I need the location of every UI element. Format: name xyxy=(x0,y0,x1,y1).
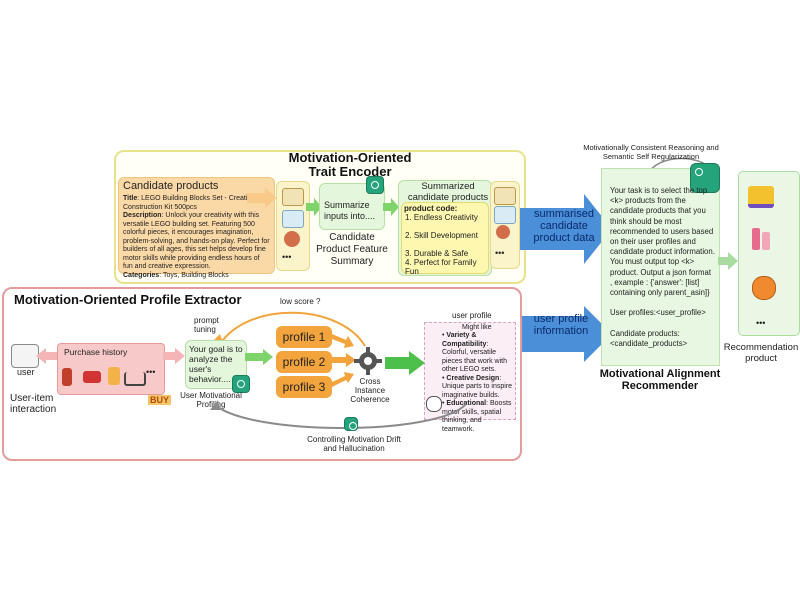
arrow-icons-to-summarize xyxy=(306,198,322,216)
low-score-label: low score ? xyxy=(280,297,321,306)
arrow-gear-to-profile xyxy=(385,351,425,375)
trait-item: • Educational: Boosts motor skills, spat… xyxy=(442,400,512,433)
product-desc-key: Description xyxy=(123,212,162,219)
more-icon: ••• xyxy=(756,318,766,328)
trait-key: Educational xyxy=(446,400,487,407)
summary-item: 4. Perfect for Family Fun xyxy=(405,258,477,276)
recommender-title: Motivational Alignment Recommender xyxy=(599,368,721,392)
gpt-icon xyxy=(232,375,250,393)
controlling-loop-arrow xyxy=(210,400,467,429)
controlling-label: Controlling Motivation Drift and Halluci… xyxy=(307,435,401,453)
summary-item: 3. Durable & Safe xyxy=(405,249,469,258)
cosmetics-icon xyxy=(752,228,760,250)
product-title-value: : LEGO Building Blocks Set - Creative Co… xyxy=(123,195,255,211)
game-controller-icon xyxy=(282,210,304,228)
user-icon xyxy=(11,344,39,368)
user-avatar-icon xyxy=(426,396,442,412)
traits-list: • Variety & Compatibility: Colorful, ver… xyxy=(442,332,514,434)
summarized-label: Summarized candidate products xyxy=(407,181,489,203)
might-like-label: Might like xyxy=(462,324,492,331)
toy-box-icon xyxy=(494,187,516,205)
arrow-recommender-to-output xyxy=(718,252,738,270)
prompt-tuning-label: prompt tuning xyxy=(194,316,219,334)
profile-extractor-title: Motivation-Oriented Profile Extractor xyxy=(14,292,242,307)
candidate-products-card: Candidate products Title: LEGO Building … xyxy=(118,177,275,279)
profile-pill: profile 2 xyxy=(276,351,332,373)
cosmetics-icon xyxy=(762,232,770,250)
product-cat-key: Categories xyxy=(123,271,160,279)
wallet-icon xyxy=(83,371,101,383)
recommendation-output-label: Recommendation product xyxy=(723,342,799,364)
arrow-goal-to-profiles xyxy=(245,349,273,365)
trait-key: Creative Design xyxy=(446,374,500,382)
user-label: user xyxy=(17,367,35,377)
product-code-box: product code: 1. Endless Creativity 2. S… xyxy=(401,202,489,276)
product-desc-value: : Unlock your creativity with this versa… xyxy=(123,212,270,270)
coherence-label: Cross Instance Coherence xyxy=(350,377,390,404)
summarize-text: Summarize inputs into.... xyxy=(324,200,376,221)
phone-icon xyxy=(108,367,120,385)
arrow-history-to-goal xyxy=(163,348,185,364)
profiles-to-gear-arrows xyxy=(332,334,356,387)
recommender-prompt-panel xyxy=(601,168,720,366)
profile-pill: profile 3 xyxy=(276,376,332,398)
summarised-data-arrow xyxy=(520,194,612,264)
feature-summary-label: Candidate Product Feature Summary xyxy=(316,232,388,267)
trait-item: • Variety & Compatibility: Colorful, ver… xyxy=(442,332,507,374)
hanger-icon xyxy=(124,372,146,386)
recommender-top-caption: Motivationally Consistent Reasoning and … xyxy=(583,143,719,161)
trait-item: • Creative Design: Unique parts to inspi… xyxy=(442,374,513,399)
trait-encoder-title: Motivation-Oriented Trait Encoder xyxy=(270,151,430,179)
product-description-text: Title: LEGO Building Blocks Set - Creati… xyxy=(123,195,271,280)
user-item-label: User-item interaction xyxy=(10,393,57,415)
more-icon: ••• xyxy=(282,252,292,262)
gear-icon xyxy=(354,347,382,375)
teddy-bear-icon xyxy=(496,225,510,239)
buy-icon: BUY xyxy=(148,395,172,405)
trait-value: : Boosts motor skills, spatial thinking,… xyxy=(442,400,512,433)
user-profile-title: user profile xyxy=(452,311,492,320)
summary-item: 2. Skill Development xyxy=(405,231,478,240)
trait-encoder-title-line2: Trait Encoder xyxy=(308,164,392,179)
summary-item: 1. Endless Creativity xyxy=(405,213,478,222)
more-icon: ••• xyxy=(495,248,505,258)
profile-pill: profile 1 xyxy=(276,326,332,348)
pants-icon xyxy=(62,368,72,386)
gpt-icon xyxy=(366,176,384,194)
summarize-card: Summarize inputs into.... xyxy=(319,183,385,230)
gpt-icon xyxy=(344,417,358,431)
arrow-history-to-user xyxy=(36,348,60,364)
trait-encoder-title-line1: Motivation-Oriented xyxy=(288,150,412,165)
toy-box-icon xyxy=(282,188,304,206)
product-code-label: product code: xyxy=(404,204,458,213)
game-controller-icon xyxy=(494,206,516,224)
goal-text: Your goal is to analyze the user's behav… xyxy=(189,344,243,384)
user-profile-arrow xyxy=(520,306,612,362)
product-cat-value: : Toys, Building Blocks xyxy=(159,271,229,279)
profiling-label: User Motivational Profiling xyxy=(180,391,242,409)
trait-value: : Unique parts to inspire imaginative bu… xyxy=(442,374,513,399)
trait-key: Variety & Compatibility xyxy=(442,332,487,348)
trait-value: : Colorful, versatile pieces that work w… xyxy=(442,340,507,374)
teddy-bear-icon xyxy=(284,231,300,247)
arrow-candidate-to-icons xyxy=(247,188,277,208)
summarised-data-label: summarised candidate product data xyxy=(533,208,595,244)
recommender-prompt-text: Your task is to select the top <k> produ… xyxy=(610,186,715,349)
gpt-icon xyxy=(690,163,720,193)
product-title-key: Title xyxy=(123,195,138,202)
toy-truck-icon xyxy=(748,186,774,208)
user-profile-info-label: user profile information xyxy=(533,313,589,337)
more-icon: ••• xyxy=(146,367,156,377)
arrow-summarize-to-summarized xyxy=(383,198,399,216)
candidate-products-label: Candidate products xyxy=(123,180,219,192)
basketball-icon xyxy=(752,276,776,300)
purchase-history-label: Purchase history xyxy=(64,347,128,357)
